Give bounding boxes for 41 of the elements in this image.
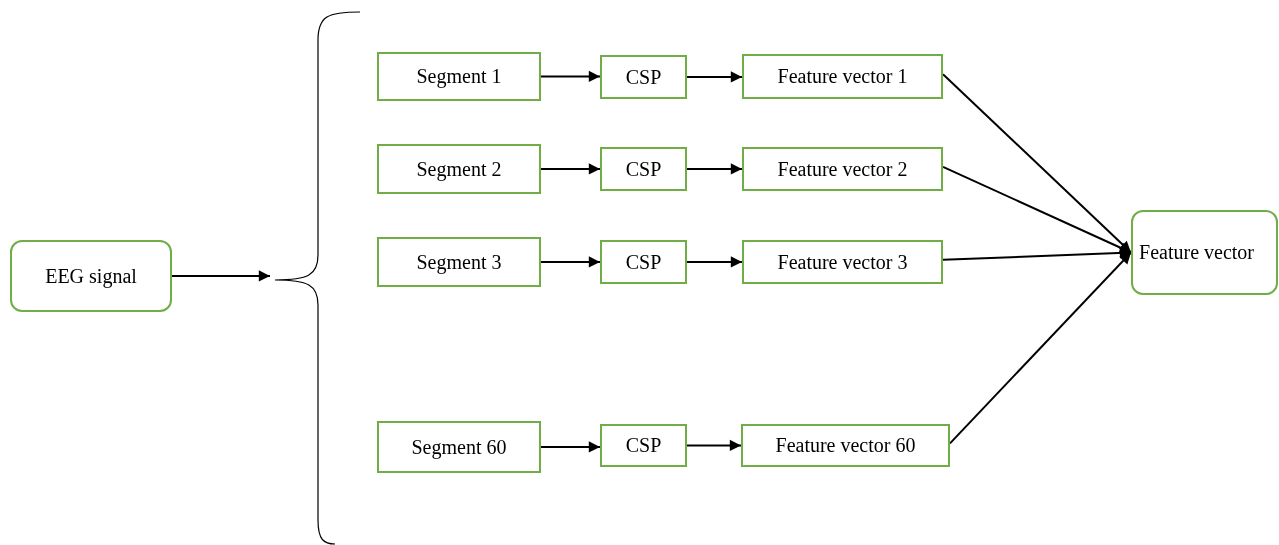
process-box xyxy=(377,52,541,101)
process-box xyxy=(377,421,541,473)
arrow xyxy=(540,70,601,83)
node-label: CSP xyxy=(625,157,662,181)
process-box xyxy=(600,424,687,467)
arrow xyxy=(540,256,601,268)
arrow xyxy=(942,247,1132,261)
node-label: Feature vector 2 xyxy=(777,157,908,181)
process-box xyxy=(600,240,687,284)
arrow xyxy=(540,163,601,175)
process-box xyxy=(10,240,172,312)
node-label: CSP xyxy=(625,250,662,274)
arrow xyxy=(942,165,1132,254)
arrow xyxy=(942,73,1132,254)
process-box xyxy=(742,54,943,99)
node-label: CSP xyxy=(625,65,662,89)
arrow xyxy=(686,256,743,268)
node-label: Segment 3 xyxy=(416,250,502,274)
process-box xyxy=(742,147,943,191)
node-label: Feature vector 60 xyxy=(775,434,916,457)
arrow xyxy=(686,439,742,452)
node-label: Segment 60 xyxy=(411,435,507,459)
process-box xyxy=(600,147,687,191)
process-box xyxy=(600,55,687,99)
arrow xyxy=(686,163,743,175)
process-box xyxy=(742,240,943,284)
node-label: Segment 1 xyxy=(416,65,502,88)
process-box xyxy=(1131,210,1278,295)
process-box xyxy=(741,424,950,467)
node-label: Feature vector 1 xyxy=(777,65,908,88)
node-label: Feature vector 3 xyxy=(777,250,908,274)
node-label: Feature vector xyxy=(1139,241,1254,264)
process-box xyxy=(377,237,541,287)
arrow xyxy=(949,251,1132,445)
node-label: Segment 2 xyxy=(416,157,502,181)
node-label: EEG signal xyxy=(45,264,137,288)
arrow xyxy=(686,71,743,83)
node-label: CSP xyxy=(625,434,662,457)
process-box xyxy=(377,144,541,194)
arrow xyxy=(540,441,601,453)
arrow xyxy=(171,270,271,282)
